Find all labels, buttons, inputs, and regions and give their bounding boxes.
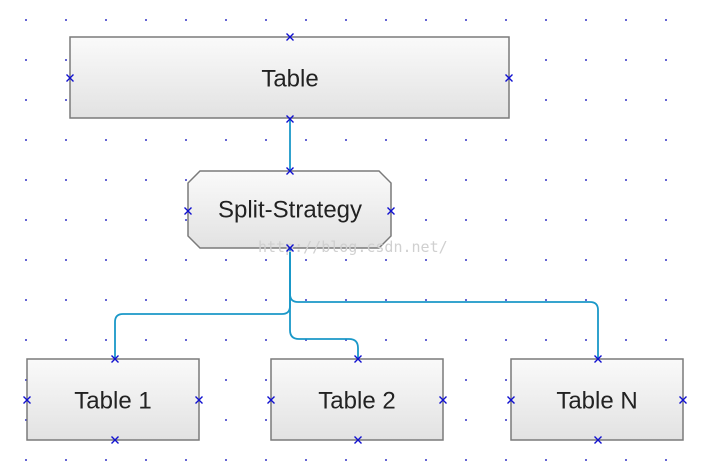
node-table-shape[interactable] bbox=[69, 36, 510, 119]
port-marker-icon[interactable] bbox=[594, 436, 602, 444]
node-split-strategy-label: Split-Strategy bbox=[218, 197, 362, 224]
node-table-n[interactable]: Table N bbox=[510, 358, 684, 441]
port-marker-icon[interactable] bbox=[286, 244, 294, 252]
port-marker-icon[interactable] bbox=[505, 74, 513, 82]
node-split-strategy-shape[interactable] bbox=[187, 170, 392, 249]
port-marker-icon[interactable] bbox=[354, 355, 362, 363]
node-table[interactable]: Table bbox=[69, 36, 510, 119]
node-table-n-label: Table N bbox=[556, 388, 637, 415]
port-marker-icon[interactable] bbox=[439, 396, 447, 404]
port-marker-icon[interactable] bbox=[507, 396, 515, 404]
node-table-2-label: Table 2 bbox=[318, 388, 395, 415]
port-marker-icon[interactable] bbox=[111, 436, 119, 444]
port-marker-icon[interactable] bbox=[354, 436, 362, 444]
node-split-strategy[interactable]: Split-Strategy bbox=[187, 170, 392, 249]
connector-lines bbox=[114, 119, 599, 358]
port-marker-icon[interactable] bbox=[23, 396, 31, 404]
node-table-label: Table bbox=[261, 66, 318, 93]
port-marker-icon[interactable] bbox=[66, 74, 74, 82]
port-marker-icon[interactable] bbox=[195, 396, 203, 404]
edge-split-strategy-to-table-n[interactable] bbox=[289, 248, 599, 358]
edge-split-strategy-to-table-2[interactable] bbox=[289, 248, 359, 358]
node-table-2[interactable]: Table 2 bbox=[270, 358, 444, 441]
node-table-1-label: Table 1 bbox=[74, 388, 151, 415]
node-table-1[interactable]: Table 1 bbox=[26, 358, 200, 441]
port-marker-icon[interactable] bbox=[184, 207, 192, 215]
node-table-2-shape[interactable] bbox=[270, 358, 444, 441]
port-marker-icon[interactable] bbox=[111, 355, 119, 363]
watermark-text: http://blog.csdn.net/ bbox=[258, 238, 448, 256]
port-marker-icon[interactable] bbox=[679, 396, 687, 404]
port-marker-icon[interactable] bbox=[286, 167, 294, 175]
port-marker-icon[interactable] bbox=[387, 207, 395, 215]
port-marker-icon[interactable] bbox=[286, 33, 294, 41]
port-markers bbox=[23, 33, 687, 444]
node-table-1-shape[interactable] bbox=[26, 358, 200, 441]
port-marker-icon[interactable] bbox=[267, 396, 275, 404]
edge-split-strategy-to-table-1[interactable] bbox=[114, 248, 291, 358]
port-marker-icon[interactable] bbox=[594, 355, 602, 363]
port-marker-icon[interactable] bbox=[286, 115, 294, 123]
